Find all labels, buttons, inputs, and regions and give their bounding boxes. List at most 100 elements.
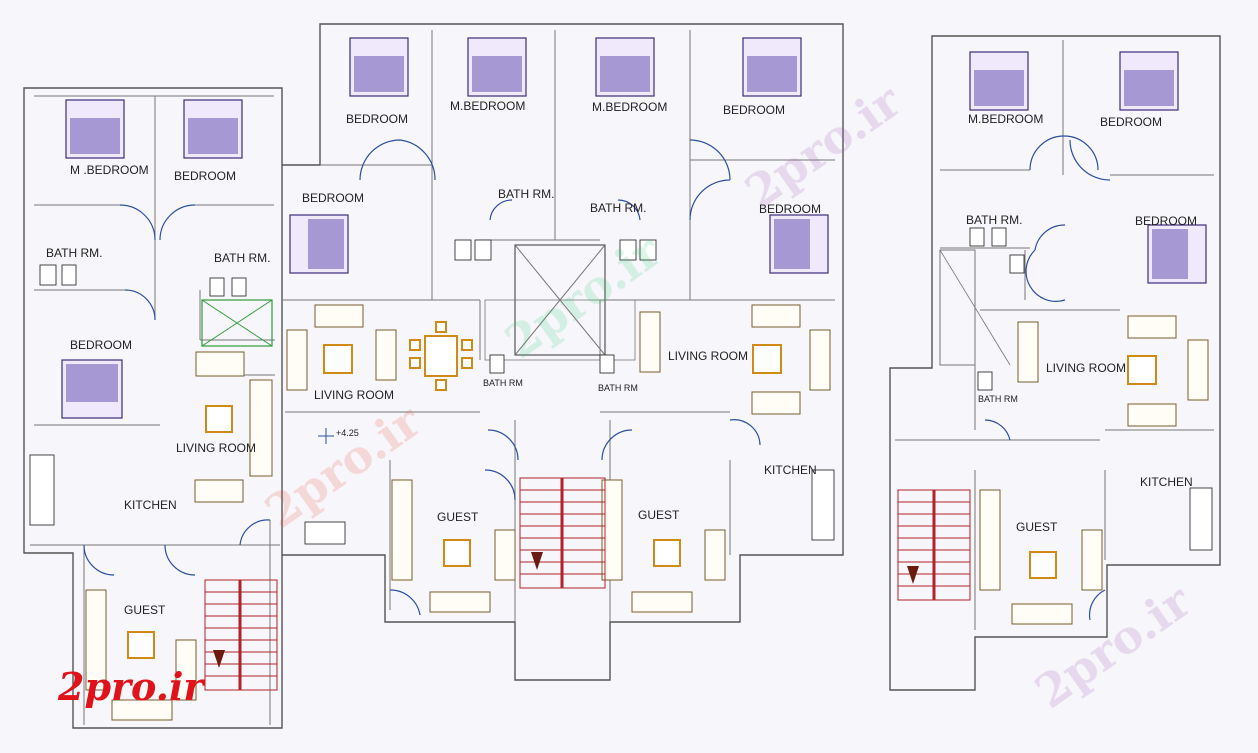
center-bath-fixture-4 — [639, 239, 657, 261]
center-bed-5 — [289, 214, 349, 274]
right-guest-sofa-1 — [979, 489, 1001, 591]
label-center-bedroom-r: BEDROOM — [759, 202, 821, 216]
left-sofa-1 — [195, 351, 245, 377]
center-sofa-6 — [809, 329, 831, 391]
label-center-kitchen: KITCHEN — [764, 463, 817, 477]
left-bath-fixture-1 — [39, 264, 57, 286]
right-sofa-2 — [1017, 321, 1039, 383]
center-guest-table-l — [443, 539, 471, 567]
label-center-bath-r: BATH RM. — [590, 201, 646, 215]
left-unit — [23, 87, 283, 729]
left-kitchen-counter — [29, 454, 55, 526]
center-sofa-2 — [286, 329, 308, 391]
center-stairs — [519, 477, 606, 589]
right-bath-fixture-1 — [969, 227, 985, 247]
center-bed-4 — [742, 37, 802, 97]
label-right-bath-small: BATH RM — [978, 394, 1018, 404]
right-light-well — [939, 249, 1011, 366]
right-bed-2 — [1119, 51, 1179, 111]
center-guest-sofa-1 — [391, 479, 413, 581]
right-guest-table — [1029, 551, 1057, 579]
label-center-guest-r: GUEST — [638, 508, 680, 522]
site-logo: 2pro.ir — [57, 664, 206, 709]
right-stairs — [897, 489, 971, 601]
center-sofa-4 — [751, 304, 801, 328]
right-door-arcs — [984, 135, 1111, 621]
label-right-bath: BATH RM. — [966, 213, 1022, 227]
center-bath-fixture-1 — [454, 239, 472, 261]
right-guest-sofa-3 — [1011, 603, 1073, 625]
label-right-bedroom-mid: BEDROOM — [1135, 214, 1197, 228]
right-living-table — [1127, 355, 1157, 385]
label-center-bath-l: BATH RM. — [498, 187, 554, 201]
center-kitchen-counter-2 — [304, 521, 346, 545]
label-left-bath-1: BATH RM. — [46, 246, 102, 260]
label-right-guest: GUEST — [1016, 520, 1058, 534]
label-left-bedroom-mid: BEDROOM — [70, 338, 132, 352]
center-unit — [282, 23, 844, 681]
left-bath-fixture-4 — [231, 277, 247, 297]
left-guest-table — [127, 631, 155, 659]
label-center-bedroom-l: BEDROOM — [302, 191, 364, 205]
right-bed-1 — [969, 51, 1029, 111]
right-sofa-3 — [1187, 339, 1209, 401]
label-center-mbedroom-2: M.BEDROOM — [592, 100, 667, 114]
watermark-text: 2pro.ir — [1025, 573, 1201, 719]
left-door-arcs — [83, 204, 271, 576]
center-guest-sofa-2 — [494, 529, 516, 581]
center-bed-1 — [349, 37, 409, 97]
label-center-bedroom-1: BEDROOM — [346, 112, 408, 126]
center-guest-sofa-4 — [601, 479, 623, 581]
left-stairs — [204, 579, 278, 691]
center-sofa-7 — [751, 391, 801, 415]
left-guest-sofa-1 — [85, 589, 107, 691]
label-left-kitchen: KITCHEN — [124, 498, 177, 512]
right-guest-sofa-2 — [1081, 529, 1103, 591]
center-dining-set — [409, 321, 473, 391]
label-center-living-r: LIVING ROOM — [668, 349, 748, 363]
center-bed-6 — [769, 214, 829, 274]
label-left-guest: GUEST — [124, 603, 166, 617]
center-bath-fixture-5 — [489, 354, 505, 374]
left-bath-fixture-2 — [61, 264, 77, 286]
center-bed-2 — [467, 37, 527, 97]
room-labels: M .BEDROOM BEDROOM BATH RM. BATH RM. BED… — [46, 99, 1197, 617]
center-guest-sofa-5 — [704, 529, 726, 581]
left-guest-sofa-3 — [111, 699, 173, 721]
left-bed-1 — [65, 99, 125, 159]
center-level-marker — [318, 428, 334, 444]
center-bath-fixture-3 — [619, 239, 637, 261]
left-bath-fixture-3 — [209, 277, 225, 297]
label-center-level: +4.25 — [336, 428, 359, 438]
center-guest-table-r — [653, 539, 681, 567]
center-guest-sofa-3 — [429, 591, 491, 613]
left-sofa-2 — [249, 379, 273, 477]
center-sofa-3 — [375, 329, 397, 381]
label-right-living: LIVING ROOM — [1046, 361, 1126, 375]
left-living-table — [205, 405, 233, 433]
center-kitchen-counter — [811, 469, 835, 541]
label-left-bath-2: BATH RM. — [214, 251, 270, 265]
left-guest-sofa-2 — [175, 639, 197, 701]
label-right-mbedroom: M.BEDROOM — [968, 112, 1043, 126]
label-center-bedroom-2: BEDROOM — [723, 103, 785, 117]
right-bath-fixture-4 — [977, 371, 993, 391]
label-left-mbedroom: M .BEDROOM — [70, 163, 149, 177]
right-sofa-1 — [1127, 315, 1177, 339]
center-sofa-1 — [314, 304, 364, 328]
center-living-table-l — [323, 344, 353, 374]
label-left-bedroom-top: BEDROOM — [174, 169, 236, 183]
label-center-living-l: LIVING ROOM — [314, 388, 394, 402]
left-bed-2 — [183, 99, 243, 159]
right-sofa-4 — [1127, 403, 1177, 427]
label-right-bedroom-top: BEDROOM — [1100, 115, 1162, 129]
center-bath-fixture-6 — [599, 354, 615, 374]
right-bath-fixture-2 — [991, 227, 1007, 247]
left-sofa-3 — [194, 479, 244, 503]
label-center-bath-small-r: BATH RM — [598, 383, 638, 393]
center-guest-sofa-6 — [631, 591, 693, 613]
center-unit-outer-wall — [282, 23, 844, 681]
label-center-mbedroom-1: M.BEDROOM — [450, 99, 525, 113]
right-kitchen-counter — [1189, 487, 1213, 551]
